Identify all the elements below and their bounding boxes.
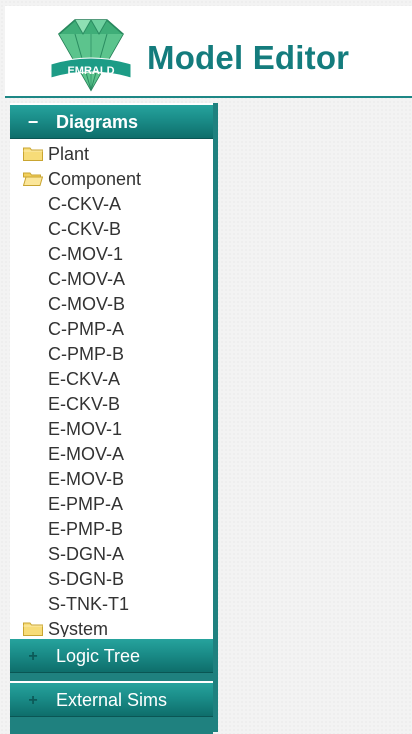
tree-item-label: S-DGN-A: [48, 544, 124, 564]
tree-item-label: C-CKV-B: [48, 219, 122, 239]
panel-header-external-sims[interactable]: + External Sims: [10, 681, 213, 717]
panel-header-logic-tree[interactable]: + Logic Tree: [10, 637, 213, 673]
tree-item-label: E-MOV-A: [48, 444, 125, 464]
tree-item-label: C-MOV-1: [48, 244, 124, 264]
tree-folder-label: Component: [48, 169, 142, 189]
panel-label-diagrams: Diagrams: [56, 112, 139, 132]
tree-item-label: E-CKV-B: [48, 394, 121, 414]
expand-icon[interactable]: +: [28, 648, 38, 665]
sidebar-footer: [10, 717, 213, 734]
tree-item-label: E-CKV-A: [48, 369, 121, 389]
sidebar: − Diagrams Plant Component C-CKV-A C-CKV-…: [10, 103, 218, 734]
folder-closed-icon: [23, 622, 43, 636]
emrald-logo: EMRALD: [50, 18, 132, 92]
folder-closed-icon: [23, 147, 43, 161]
panel-header-diagrams[interactable]: − Diagrams: [10, 103, 213, 139]
tree-item-label: E-MOV-1: [48, 419, 123, 439]
tree-item-label: C-CKV-A: [48, 194, 122, 214]
panel-label-logic-tree: Logic Tree: [56, 646, 141, 666]
folder-open-icon: [23, 172, 43, 186]
app-header: EMRALD Model Editor: [5, 6, 412, 98]
tree-item-label: C-PMP-B: [48, 344, 124, 364]
tree-item-label: C-PMP-A: [48, 319, 124, 339]
tree-folder-label: Plant: [48, 144, 90, 164]
expand-icon[interactable]: +: [28, 692, 38, 709]
tree-item-label: C-MOV-B: [48, 294, 126, 314]
panel-label-external-sims: External Sims: [56, 690, 168, 710]
tree-folder-label: System: [48, 619, 109, 639]
tree-item-label: C-MOV-A: [48, 269, 126, 289]
page-title: Model Editor: [147, 39, 350, 76]
diagram-canvas[interactable]: [220, 100, 412, 732]
tree-item-label: E-MOV-B: [48, 469, 125, 489]
tree-item-label: E-PMP-A: [48, 494, 124, 514]
panel-divider: [10, 673, 213, 681]
tree-item-label: S-DGN-B: [48, 569, 124, 589]
tree-item-label: S-TNK-T1: [48, 594, 129, 614]
svg-text:EMRALD: EMRALD: [67, 65, 114, 77]
tree-item-label: E-PMP-B: [48, 519, 124, 539]
collapse-icon[interactable]: −: [27, 112, 39, 132]
